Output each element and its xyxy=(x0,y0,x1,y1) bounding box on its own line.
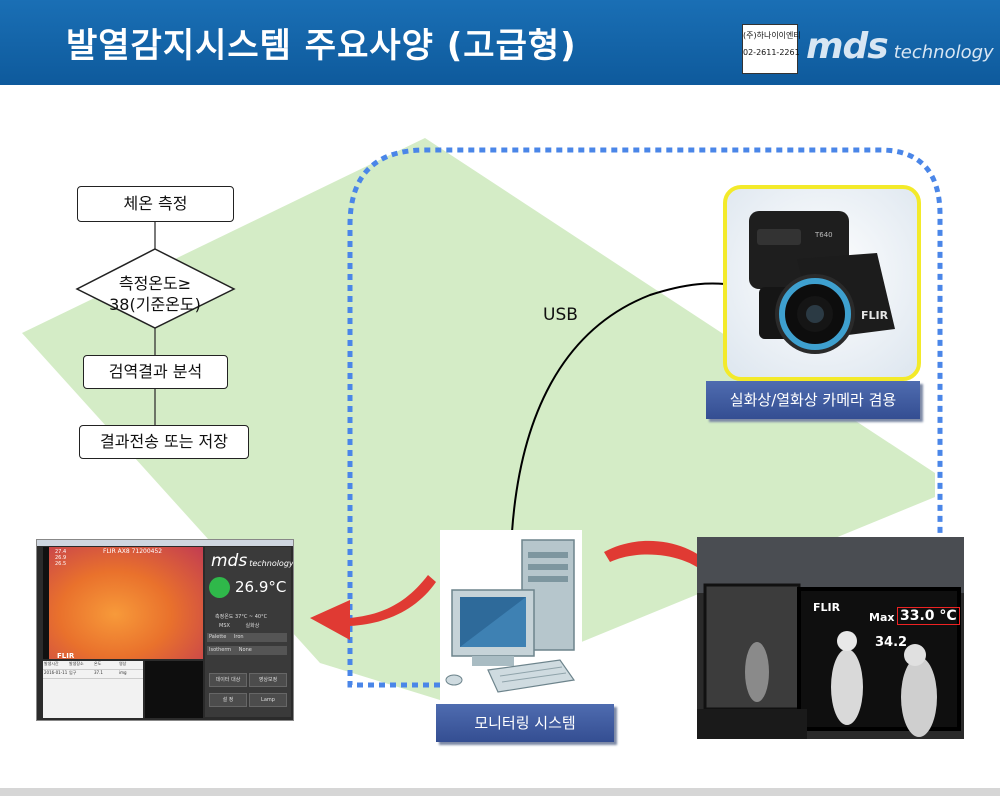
flow-step-analysis-label: 검역결과 분석 xyxy=(108,362,203,381)
app-logo-text: mds xyxy=(211,551,248,571)
table-header-cell: 발생시간 xyxy=(44,661,59,666)
temperature-range: 측정온도 37°C ~ 40°C xyxy=(215,614,268,620)
monitor-scene xyxy=(697,537,964,739)
palette-value: Iron xyxy=(233,634,244,640)
monitoring-app-screenshot: 27.4 26.9 26.5 FLIR AX8 71200452 FLIR md… xyxy=(36,539,294,721)
logo-subtext: technology xyxy=(893,42,994,63)
palette-field[interactable]: Palette Iron xyxy=(207,633,287,642)
page-title: 발열감지시스템 주요사양 (고급형) xyxy=(66,26,577,66)
mode-visual[interactable]: 실화상 xyxy=(245,623,260,629)
table-cell: img xyxy=(119,670,127,675)
legend-value: 26.9 xyxy=(55,555,67,561)
usb-label: USB xyxy=(543,305,578,325)
data-target-button[interactable]: 데이터 대상 xyxy=(209,673,247,687)
contact-box: (주)하나이이엔티 02-2611-2261 xyxy=(742,24,801,74)
legend-value: 26.5 xyxy=(55,561,67,567)
phone-number: 02-2611-2261 xyxy=(743,48,800,57)
table-cell: 입구 xyxy=(69,670,77,675)
flow-step-transmit-label: 결과전송 또는 저장 xyxy=(100,432,228,451)
left-arrow xyxy=(310,575,436,640)
app-logo-sub: technology xyxy=(249,559,294,568)
app-titlebar xyxy=(37,540,293,546)
thermal-brand: FLIR xyxy=(57,652,75,660)
company-name: (주)하나이이엔티 xyxy=(743,31,801,40)
legend-value: 27.4 xyxy=(55,549,67,555)
settings-button[interactable]: 설 정 xyxy=(209,693,247,707)
isotherm-label: Isotherm xyxy=(209,647,232,653)
thermal-camera-image: T640 FLIR xyxy=(723,185,921,381)
isotherm-value: None xyxy=(238,647,252,653)
thermal-monitor-photo: FLIR Max 33.0 °C 34.2 xyxy=(697,537,964,739)
table-header-cell: 온도 xyxy=(94,661,102,666)
usb-cable xyxy=(511,282,726,533)
camera-brand: FLIR xyxy=(861,309,889,322)
table-header-cell: 발생장소 xyxy=(69,661,84,666)
decision-text-1: 측정온도≥ xyxy=(118,274,192,293)
decision-diamond xyxy=(75,248,236,329)
dotted-network-path xyxy=(347,147,943,688)
monitor-brand: FLIR xyxy=(813,601,841,614)
max-temperature: 33.0 °C xyxy=(897,607,960,625)
image-correction-button[interactable]: 영상보정 xyxy=(249,673,287,687)
footer-bar xyxy=(0,788,1000,796)
secondary-temperature: 34.2 xyxy=(875,635,908,650)
flow-step-analysis: 검역결과 분석 xyxy=(83,355,228,389)
thermal-side-band xyxy=(43,547,49,659)
camera-icon: T640 FLIR xyxy=(749,211,895,354)
event-table: 발생시간 발생장소 온도 영상 2016-01-11 15:23 입구 37.1… xyxy=(43,661,143,718)
monitoring-system-label: 모니터링 시스템 xyxy=(436,704,614,742)
temperature-readout: 26.9°C xyxy=(235,578,287,596)
decision-text-2: 38(기준온도) xyxy=(109,295,201,314)
table-cell: 37.1 xyxy=(94,670,103,675)
table-cell: 2016-01-11 15:23 xyxy=(44,670,68,675)
max-label: Max xyxy=(869,611,895,624)
mode-row: MSX 실화상 xyxy=(219,622,259,629)
table-header-cell: 영상 xyxy=(119,661,127,666)
logo-text: mds xyxy=(806,26,889,67)
camera-model: T640 xyxy=(814,231,833,239)
header-bar: 발열감지시스템 주요사양 (고급형) (주)하나이이엔티 02-2611-226… xyxy=(0,0,1000,85)
video-thumbnail xyxy=(145,661,203,718)
palette-label: Palette xyxy=(209,634,227,640)
table-header-row: 발생시간 발생장소 온도 영상 xyxy=(43,661,143,670)
camera-label: 실화상/열화상 카메라 겸용 xyxy=(706,381,920,419)
thermal-legend: 27.4 26.9 26.5 xyxy=(55,549,75,567)
table-row[interactable]: 2016-01-11 15:23 입구 37.1 img xyxy=(43,670,143,679)
flow-step-measure-label: 체온 측정 xyxy=(123,194,188,213)
pc-icon xyxy=(445,539,576,693)
mode-msx[interactable]: MSX xyxy=(219,623,230,629)
flow-step-transmit: 결과전송 또는 저장 xyxy=(79,425,249,459)
flow-step-measure: 체온 측정 xyxy=(77,186,234,222)
computer-image xyxy=(440,530,582,700)
isotherm-field[interactable]: Isotherm None xyxy=(207,646,287,655)
status-indicator-icon xyxy=(209,577,230,598)
thermal-header: FLIR AX8 71200452 xyxy=(103,548,163,555)
thermal-view: 27.4 26.9 26.5 FLIR AX8 71200452 FLIR xyxy=(43,547,203,660)
lamp-button[interactable]: Lamp xyxy=(249,693,287,707)
